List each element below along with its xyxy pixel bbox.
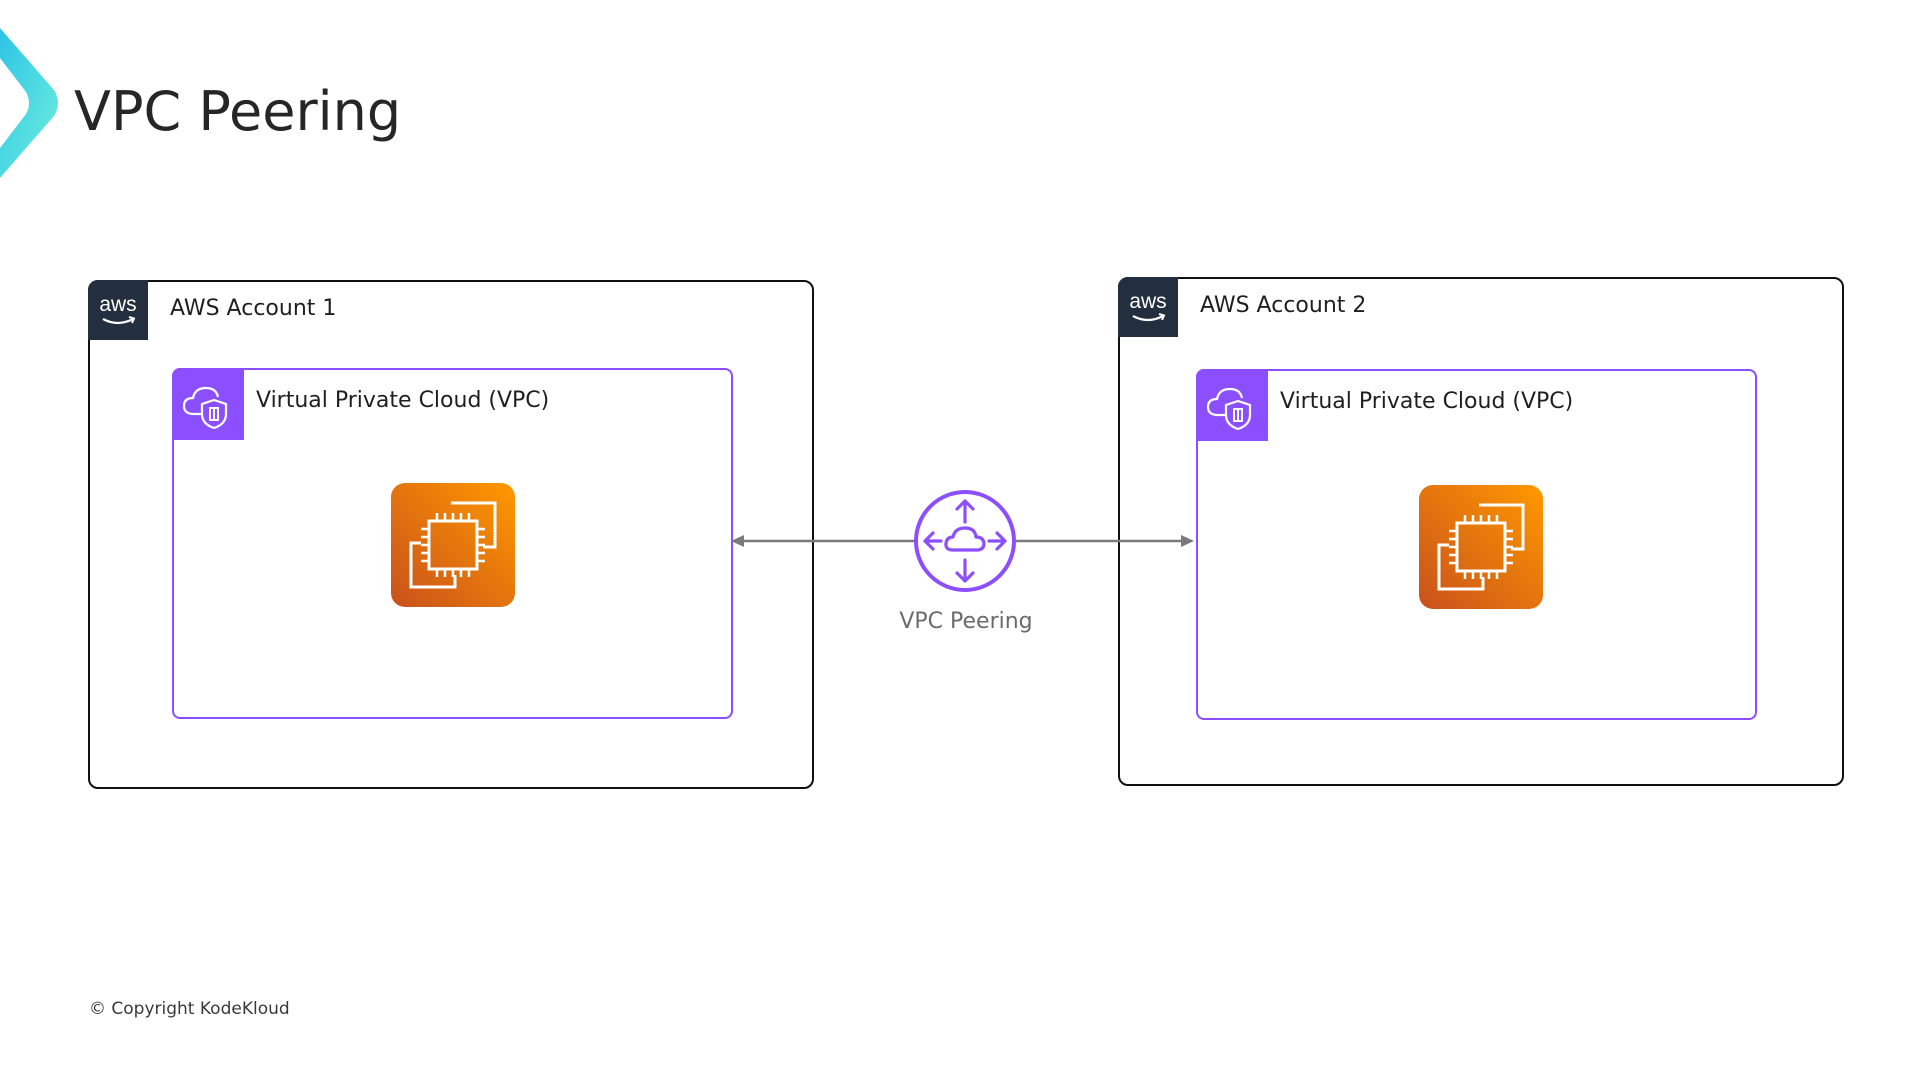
vpc-cloud-shield-icon xyxy=(1196,369,1268,441)
vpc-peering-label: VPC Peering xyxy=(899,609,1033,634)
vpc-label: Virtual Private Cloud (VPC) xyxy=(256,388,550,413)
vpc-label: Virtual Private Cloud (VPC) xyxy=(1280,389,1574,414)
svg-text:aws: aws xyxy=(1129,290,1166,313)
kodekloud-chevron-icon xyxy=(0,28,58,178)
account-label: AWS Account 2 xyxy=(1200,293,1367,318)
account-label: AWS Account 1 xyxy=(170,296,337,321)
vpc-group: Virtual Private Cloud (VPC) xyxy=(172,368,733,719)
vpc-peering-icon xyxy=(914,490,1016,592)
aws-account-2-group: aws AWS Account 2 Virtual Private Cloud … xyxy=(1118,277,1844,786)
ec2-instance-icon xyxy=(391,483,515,607)
ec2-instance-icon xyxy=(1419,485,1543,609)
aws-logo-icon: aws xyxy=(1118,277,1178,337)
page-title: VPC Peering xyxy=(74,80,402,143)
vpc-group: Virtual Private Cloud (VPC) xyxy=(1196,369,1757,720)
svg-text:aws: aws xyxy=(99,293,136,316)
aws-account-1-group: aws AWS Account 1 Virtual Private Cloud … xyxy=(88,280,814,789)
copyright-footer: © Copyright KodeKloud xyxy=(89,999,290,1019)
aws-logo-icon: aws xyxy=(88,280,148,340)
vpc-cloud-shield-icon xyxy=(172,368,244,440)
